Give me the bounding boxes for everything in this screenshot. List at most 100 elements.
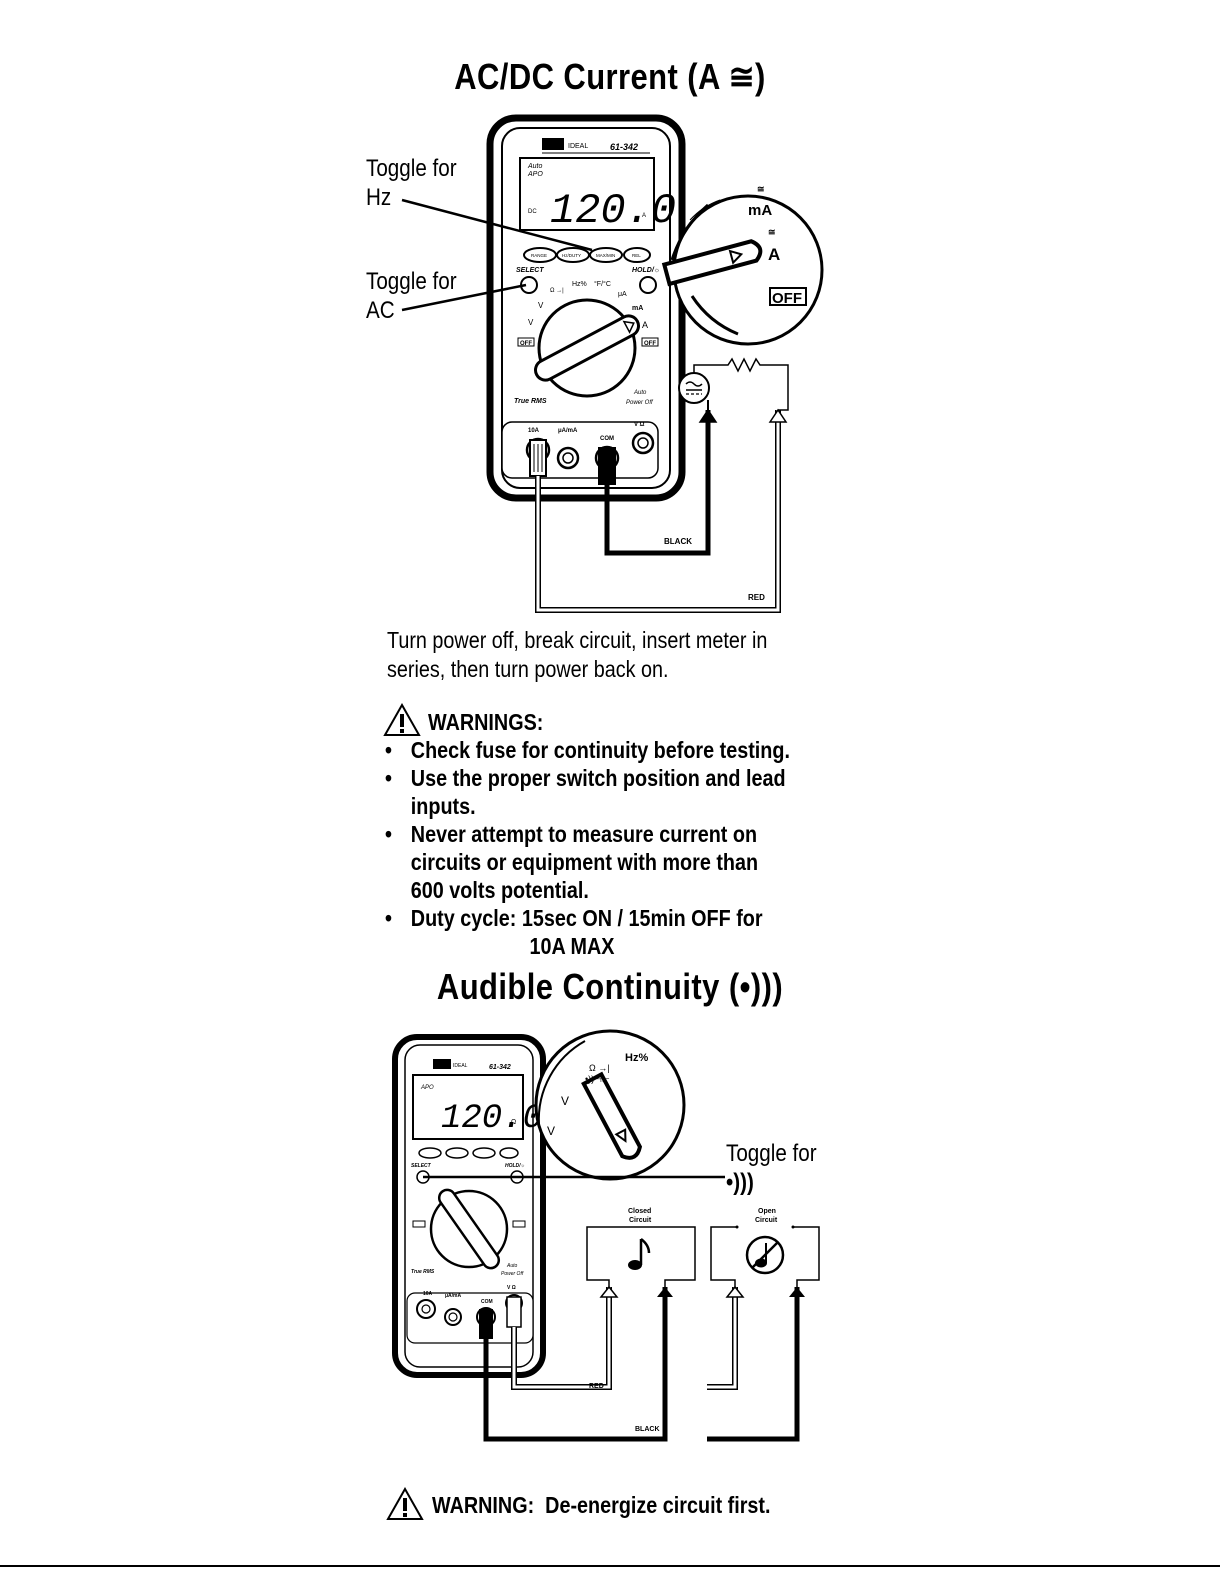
svg-text:V Ω: V Ω xyxy=(507,1285,516,1291)
max-min-button[interactable] xyxy=(472,1147,496,1159)
svg-text:Hz/DUTY: Hz/DUTY xyxy=(562,253,581,258)
zoom1-ma-label: mA xyxy=(748,202,772,219)
meter2-jack-panel xyxy=(406,1292,534,1344)
svg-text:A: A xyxy=(642,213,646,219)
music-note-icon xyxy=(628,1238,651,1270)
warnings-list: Check fuse for continuity before testing… xyxy=(385,736,790,960)
svg-text:RED: RED xyxy=(589,1383,604,1390)
svg-text:mA: mA xyxy=(632,305,643,312)
svg-text:61-342: 61-342 xyxy=(489,1064,511,1071)
svg-text:Closed: Closed xyxy=(628,1208,651,1215)
meter1-buttons: RANGE Hz/DUTY MAX/MIN REL xyxy=(523,247,651,263)
svg-text:Auto: Auto xyxy=(633,390,647,396)
svg-text:μA/mA: μA/mA xyxy=(558,428,578,434)
zoom1-a-label: A xyxy=(768,245,780,264)
meter1-reading: 120.0 xyxy=(550,187,676,235)
callout-continuity: Toggle for •))) xyxy=(726,1140,817,1196)
range-button[interactable] xyxy=(418,1147,442,1159)
meter1-lcd xyxy=(519,157,655,231)
callout-hz: Toggle for Hz xyxy=(366,155,457,211)
svg-text:HOLD/☼: HOLD/☼ xyxy=(632,267,660,274)
zoom2-hz-label: Hz% xyxy=(625,1052,648,1064)
svg-text:BLACK: BLACK xyxy=(635,1426,660,1433)
svg-text:V: V xyxy=(547,1124,555,1138)
svg-text:10A: 10A xyxy=(423,1291,433,1297)
svg-text:HOLD/☼: HOLD/☼ xyxy=(505,1163,525,1169)
svg-text:True RMS: True RMS xyxy=(411,1269,435,1275)
page-bottom-rule xyxy=(0,1565,1220,1567)
svg-text:IDEAL: IDEAL xyxy=(568,143,588,150)
svg-text:DC: DC xyxy=(528,209,537,215)
svg-text:μA/mA: μA/mA xyxy=(445,1293,462,1299)
warning-item: Never attempt to measure current on circ… xyxy=(385,820,790,904)
svg-text:COM: COM xyxy=(600,436,614,442)
meter1-dial-pointer xyxy=(534,314,640,382)
svg-text:•))⊣⊢: •))⊣⊢ xyxy=(585,1074,610,1084)
ac-dc-source-icon xyxy=(678,372,710,404)
svg-text:V: V xyxy=(538,301,544,310)
svg-text:Power Off: Power Off xyxy=(626,400,654,406)
meter2-lcd xyxy=(412,1074,524,1140)
meter2-dial-pointer xyxy=(437,1188,501,1270)
svg-text:Circuit: Circuit xyxy=(629,1217,652,1224)
meter2-reading: 120.0 xyxy=(441,1100,543,1138)
meter2-buttons xyxy=(418,1147,519,1159)
svg-text:Circuit: Circuit xyxy=(755,1217,778,1224)
rel-button[interactable] xyxy=(499,1147,519,1159)
meter1-model: 61-342 xyxy=(610,142,638,152)
meter2-logo xyxy=(433,1059,451,1069)
svg-text:OFF: OFF xyxy=(644,341,656,347)
no-sound-icon xyxy=(745,1235,785,1275)
svg-text:APO: APO xyxy=(527,171,543,178)
warnings-title: WARNINGS: xyxy=(428,709,544,735)
hold-button[interactable] xyxy=(639,276,657,294)
zoom1-off-label: OFF xyxy=(772,290,802,307)
svg-text:10A: 10A xyxy=(528,428,540,434)
svg-text:Ω →|: Ω →| xyxy=(589,1063,610,1073)
hz-duty-button[interactable] xyxy=(445,1147,469,1159)
rel-button[interactable] xyxy=(623,247,651,263)
svg-text:MAX/MIN: MAX/MIN xyxy=(596,253,615,258)
svg-text:APO: APO xyxy=(420,1085,434,1091)
svg-text:Auto: Auto xyxy=(527,163,543,170)
warning-item: Duty cycle: 15sec ON / 15min OFF for 10A… xyxy=(385,904,790,960)
svg-text:COM: COM xyxy=(481,1299,493,1305)
svg-text:SELECT: SELECT xyxy=(516,267,544,274)
svg-text:RED: RED xyxy=(748,593,765,602)
svg-text:True RMS: True RMS xyxy=(514,398,547,405)
svg-text:≅: ≅ xyxy=(757,184,765,194)
bottom-warning: WARNING: De-energize circuit first. xyxy=(432,1492,771,1518)
svg-text:RANGE: RANGE xyxy=(531,253,547,258)
svg-text:BLACK: BLACK xyxy=(664,537,692,546)
warning-item: Check fuse for continuity before testing… xyxy=(385,736,790,764)
meter2-diagram: IDEAL 61-342 APO 120.0 Ω SELECT HOLD/☼ T… xyxy=(392,1029,820,1442)
callout-ac: Toggle for AC xyxy=(366,268,457,324)
callout-ac-line xyxy=(401,283,527,312)
meter1-logo xyxy=(542,138,564,150)
svg-text:Auto: Auto xyxy=(506,1263,518,1269)
svg-text:V Ω: V Ω xyxy=(634,422,645,428)
section2-title: Audible Continuity (•))) xyxy=(436,966,784,1007)
svg-text:Ω: Ω xyxy=(511,1119,516,1126)
svg-text:°F/°C: °F/°C xyxy=(594,280,611,288)
open-circuit-box xyxy=(710,1226,737,1287)
warning-triangle-icon xyxy=(386,1487,424,1520)
section1-title: AC/DC Current (A ≅) xyxy=(454,56,766,97)
max-min-button[interactable] xyxy=(589,247,623,263)
svg-text:Ω →|: Ω →| xyxy=(550,288,564,294)
svg-text:Open: Open xyxy=(758,1208,776,1215)
warning-triangle-icon xyxy=(383,703,421,736)
svg-text:V: V xyxy=(528,318,534,327)
callout-hz-line xyxy=(401,198,593,252)
svg-text:Power Off: Power Off xyxy=(501,1271,524,1277)
svg-text:IDEAL: IDEAL xyxy=(453,1063,468,1069)
svg-text:V: V xyxy=(561,1094,569,1108)
svg-text:≅: ≅ xyxy=(768,227,776,237)
closed-circuit-box xyxy=(586,1226,696,1287)
svg-text:REL: REL xyxy=(632,253,641,258)
svg-text:μA: μA xyxy=(618,291,627,298)
warning-item: Use the proper switch position and lead … xyxy=(385,764,790,820)
svg-text:Hz%: Hz% xyxy=(572,281,587,288)
meter1-diagram: IDEAL 61-342 Auto APO DC 120.0 A RANGE H… xyxy=(401,114,824,613)
section1-note: Turn power off, break circuit, insert me… xyxy=(387,627,768,682)
